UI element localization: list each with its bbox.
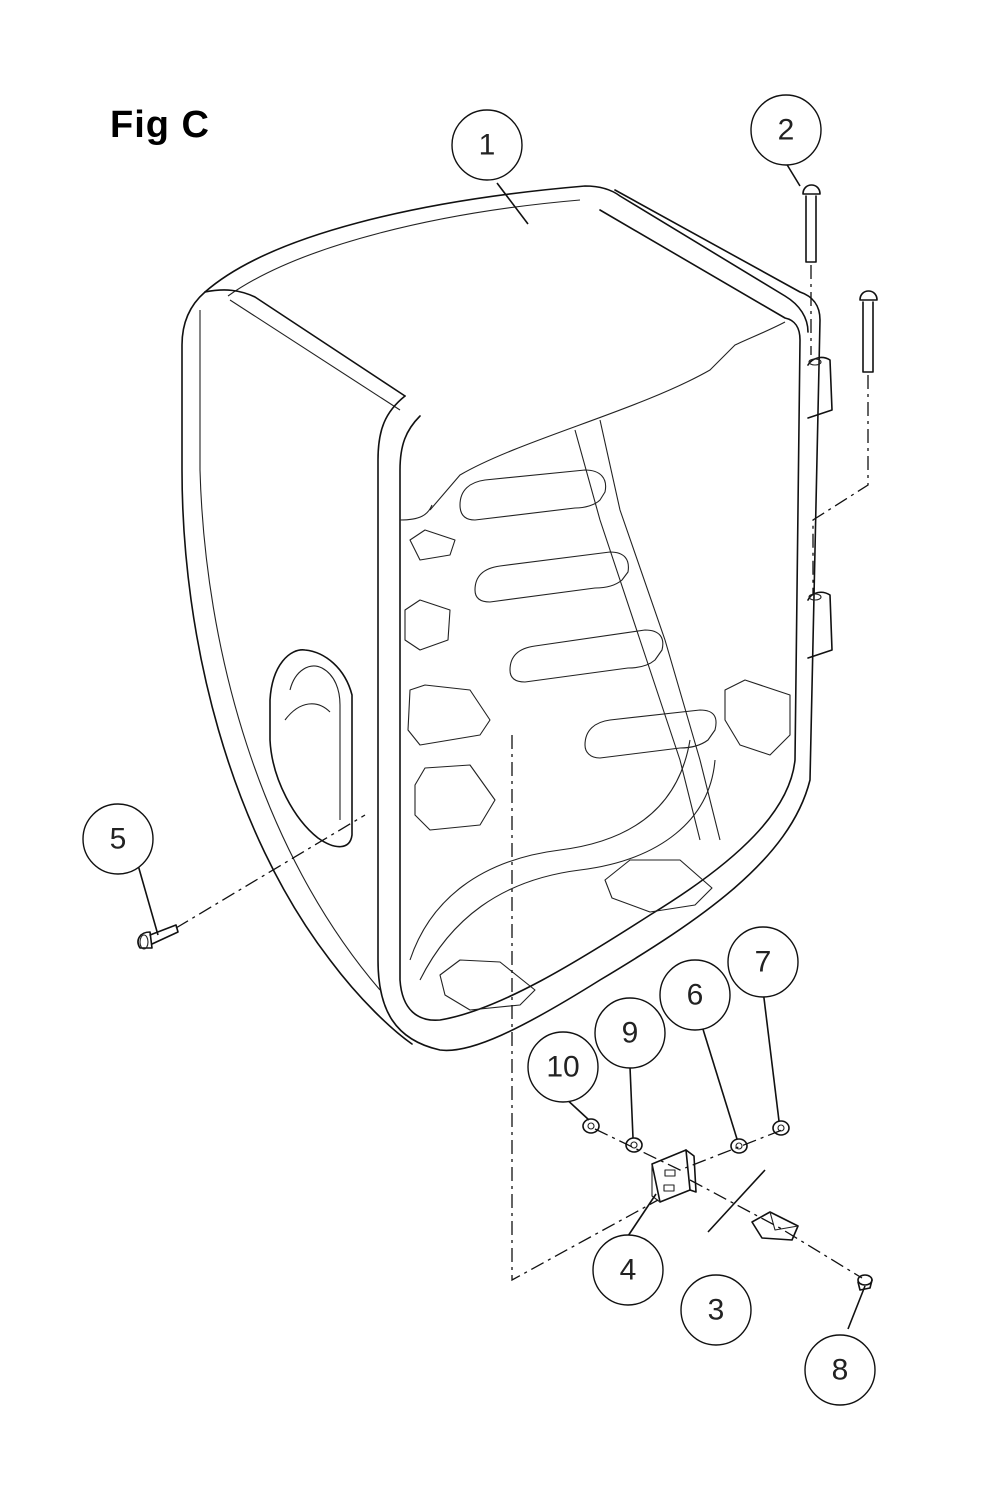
- callout-8: 8: [804, 1334, 876, 1406]
- callout-3: 3: [680, 1274, 752, 1346]
- washer-6: [730, 1138, 748, 1154]
- callout-1: 1: [451, 109, 523, 181]
- callout-6: 6: [659, 959, 731, 1031]
- housing-shell: [181, 185, 833, 1052]
- svg-text:1: 1: [479, 129, 496, 162]
- svg-text:7: 7: [755, 946, 772, 979]
- screw-side: [137, 924, 179, 950]
- svg-text:9: 9: [622, 1017, 639, 1050]
- clip-3: [751, 1211, 799, 1241]
- callout-7: 7: [727, 926, 799, 998]
- svg-text:10: 10: [546, 1051, 579, 1084]
- svg-text:8: 8: [832, 1354, 849, 1387]
- pin-long-front: [802, 184, 821, 263]
- svg-text:2: 2: [778, 114, 795, 147]
- callout-9: 9: [594, 997, 666, 1069]
- svg-text:6: 6: [687, 979, 704, 1012]
- svg-text:3: 3: [708, 1294, 725, 1327]
- assembly-lines: [175, 265, 869, 1282]
- washer-9: [625, 1137, 643, 1153]
- nut-10: [582, 1118, 600, 1134]
- callout-10: 10: [527, 1031, 599, 1103]
- callout-5: 5: [82, 803, 154, 875]
- bracket-4: [651, 1149, 697, 1203]
- screw-8: [857, 1274, 873, 1291]
- svg-text:5: 5: [110, 823, 127, 856]
- callout-2: 2: [750, 94, 822, 166]
- leader-lines: [137, 162, 866, 1330]
- callout-4: 4: [592, 1234, 664, 1306]
- figure-title: Fig C: [110, 104, 210, 146]
- pin-long-rear: [859, 290, 878, 373]
- svg-text:4: 4: [620, 1254, 637, 1287]
